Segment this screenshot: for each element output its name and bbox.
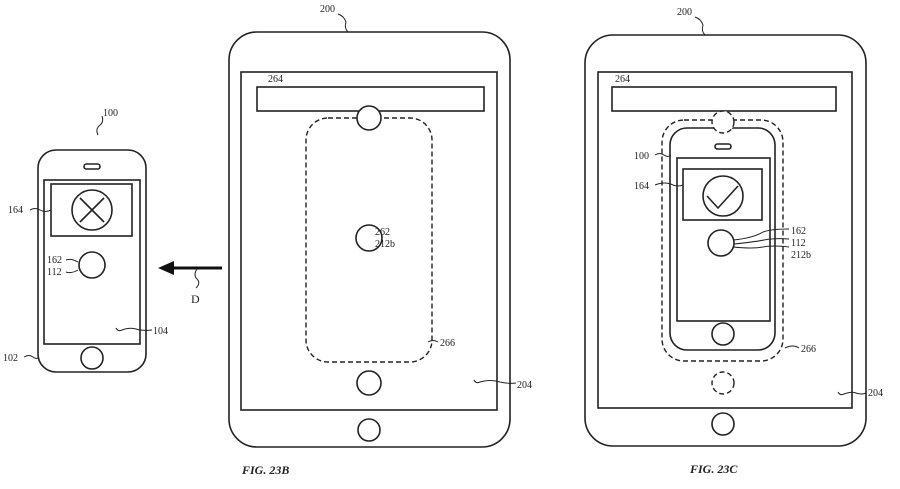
label-d: D — [191, 292, 200, 306]
svg-text:100: 100 — [634, 151, 649, 162]
phone-screen — [43, 179, 141, 345]
button-circle — [78, 251, 106, 279]
tablet-fig-23b: 264 262 212b 266 200 204 FIG. 23B — [228, 4, 532, 477]
svg-text:212b: 212b — [791, 250, 811, 261]
x-mark-icon — [71, 189, 113, 231]
svg-text:264: 264 — [268, 74, 283, 85]
home-button — [711, 412, 735, 436]
label-164: 164 — [8, 205, 23, 216]
svg-text:112: 112 — [791, 238, 806, 249]
svg-text:FIG. 23C: FIG. 23C — [689, 462, 738, 476]
speaker-icon — [83, 163, 101, 170]
svg-text:262: 262 — [375, 227, 390, 238]
label-104: 104 — [153, 326, 168, 337]
svg-text:266: 266 — [440, 338, 455, 349]
home-button — [80, 346, 104, 370]
checkmark-icon — [702, 175, 744, 217]
svg-text:264: 264 — [615, 74, 630, 85]
svg-text:162: 162 — [791, 226, 806, 237]
svg-text:204: 204 — [868, 388, 883, 399]
svg-text:204: 204 — [517, 380, 532, 391]
svg-text:212b: 212b — [375, 239, 395, 250]
label-102: 102 — [3, 353, 18, 364]
bar-264 — [611, 86, 837, 112]
target-circle — [355, 224, 383, 252]
svg-text:200: 200 — [320, 4, 335, 15]
speaker-icon — [714, 143, 732, 150]
svg-text:FIG. 23B: FIG. 23B — [241, 463, 289, 477]
svg-text:200: 200 — [677, 7, 692, 18]
home-button — [711, 322, 735, 346]
tablet-fig-23c: 264 162 112 212b 100 164 266 200 204 FIG… — [584, 7, 883, 476]
phone-left: 100 164 162 112 104 102 — [3, 108, 168, 373]
label-100: 100 — [103, 108, 118, 119]
label-112: 112 — [47, 267, 62, 278]
zone-266 — [305, 117, 433, 363]
zone-266 — [661, 119, 784, 362]
button-circle — [707, 229, 735, 257]
svg-text:164: 164 — [634, 181, 649, 192]
phone-in-zone — [669, 127, 776, 351]
label-162: 162 — [47, 255, 62, 266]
home-button — [357, 418, 381, 442]
svg-text:266: 266 — [801, 344, 816, 355]
direction-arrow: D — [158, 261, 222, 306]
